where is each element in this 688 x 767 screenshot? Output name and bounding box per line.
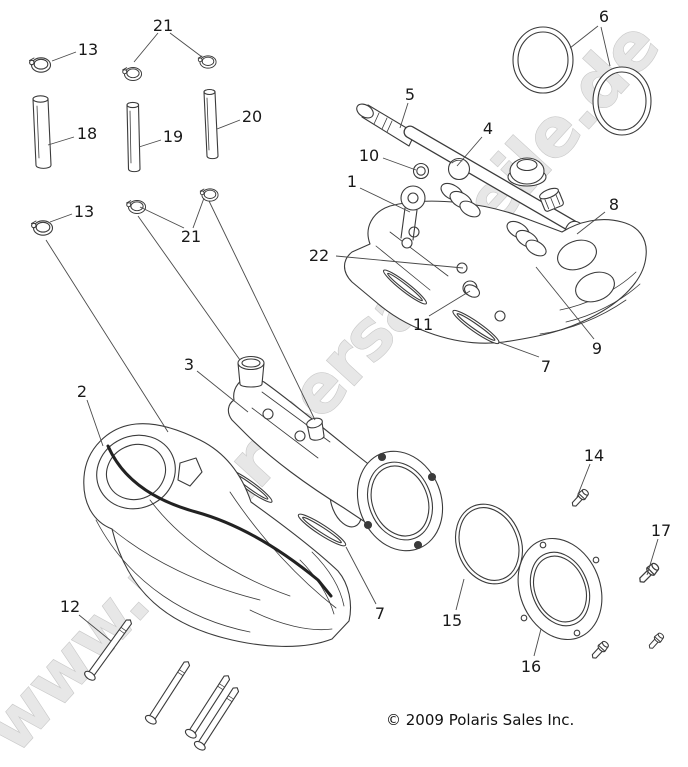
flange-screw [646, 631, 666, 652]
callout-15: 15 [442, 611, 462, 630]
callout-17: 17 [651, 521, 671, 540]
callout-19: 19 [163, 127, 183, 146]
flange-screw [589, 639, 611, 662]
callout-12: 12 [60, 597, 80, 616]
callout-20: 20 [242, 107, 262, 126]
callout-2: 2 [77, 382, 87, 401]
watermark: www.polarisersatzteile.de [0, 7, 675, 767]
hose-clamp [126, 200, 147, 214]
hose-clamp [197, 55, 217, 69]
leader-lines [45, 25, 659, 657]
mounting-bolt [143, 657, 194, 727]
hose-clamp [122, 67, 143, 81]
callout-10: 10 [359, 146, 379, 165]
callout-16: 16 [521, 657, 541, 676]
callout-21: 21 [181, 227, 201, 246]
callout-13: 13 [74, 202, 94, 221]
throttle-body-assembly [343, 103, 647, 344]
oval-gasket [382, 269, 428, 305]
intake-adapter-manifold [227, 355, 444, 552]
vent-hose-18 [32, 95, 52, 169]
hose-clamp [199, 188, 219, 202]
callout-4: 4 [483, 119, 493, 138]
vent-hose-20 [203, 88, 219, 160]
callout-13: 13 [78, 40, 98, 59]
callout-6: 6 [599, 7, 609, 26]
flange-screw [636, 560, 662, 586]
o-ring [512, 26, 574, 94]
air-intake-boot [83, 423, 352, 647]
retainer-plate [517, 537, 603, 641]
callout-14: 14 [584, 446, 604, 465]
callout-11: 11 [413, 315, 433, 334]
callout-1: 1 [347, 172, 357, 191]
copyright-text: © 2009 Polaris Sales Inc. [386, 711, 574, 729]
fuel-injector [506, 220, 547, 257]
callout-3: 3 [184, 355, 194, 374]
callout-7: 7 [541, 357, 551, 376]
callout-9: 9 [592, 339, 602, 358]
flange-o-ring [455, 503, 523, 585]
callout-21: 21 [153, 16, 173, 35]
hose-clamp [28, 57, 52, 73]
fuel-injector [440, 182, 481, 218]
hose-clamp [30, 220, 54, 236]
callout-18: 18 [77, 124, 97, 143]
o-ring [592, 66, 652, 136]
callout-5: 5 [405, 85, 415, 104]
callout-22: 22 [309, 246, 329, 265]
callout-8: 8 [609, 195, 619, 214]
vent-hose-19 [126, 101, 141, 173]
oval-gasket [297, 513, 347, 547]
callout-7: 7 [375, 604, 385, 623]
oval-gasket [452, 309, 500, 345]
callout-labels: 21 13 18 19 20 13 21 6 5 4 10 1 8 22 11 … [60, 7, 671, 676]
